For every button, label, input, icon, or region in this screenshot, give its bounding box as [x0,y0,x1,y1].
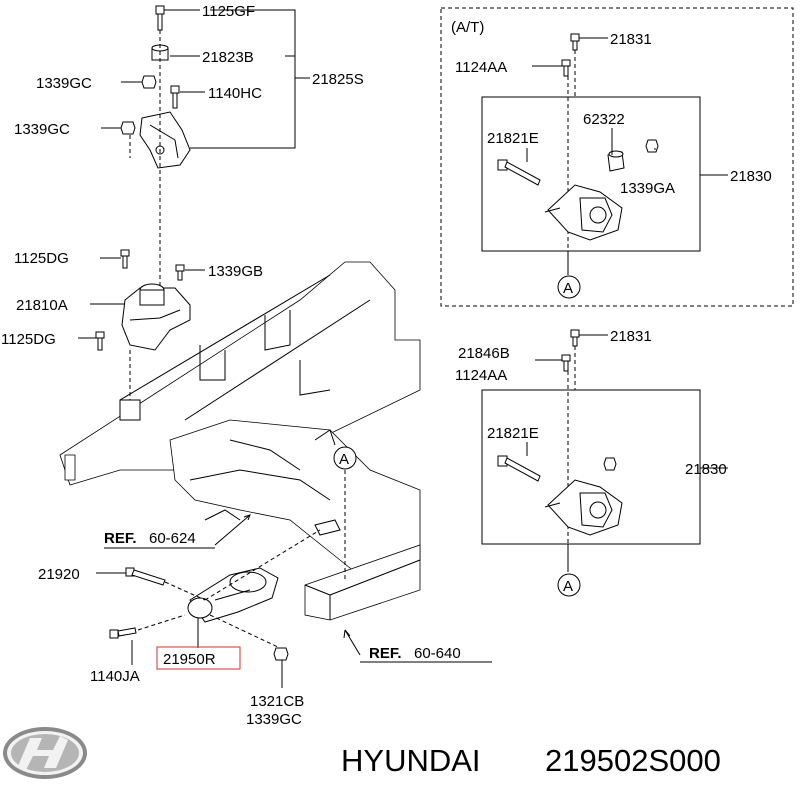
label-21920: 21920 [38,566,80,583]
marker-a-label: A [339,451,349,468]
at-mount-21830 [544,184,623,241]
nut-1339gc-side [120,121,136,135]
mt-label-21831: 21831 [610,328,652,345]
label-1321cb: 1321CB [250,693,304,710]
leader-lines-left [78,9,492,688]
at-marker-a: A [557,275,581,299]
bolt-1125dg-bottom [95,331,105,351]
at-label-21830: 21830 [730,168,772,185]
mt-bolts [497,329,617,570]
label-21950r: 21950R [163,651,216,668]
at-marker-a-label: A [563,280,573,297]
part-number: 219502S000 [545,743,721,778]
at-label-1124aa: 1124AA [455,59,507,76]
at-bolts [497,33,659,270]
bolt-1125gf [155,5,165,31]
at-label-21831: 21831 [610,31,652,48]
mt-label-21821e: 21821E [487,425,539,442]
bolt-1140hc [170,85,180,109]
ref-prefix-60-624: REF. [104,530,137,547]
mt-mount-21830 [544,479,623,536]
mt-marker-a: A [557,573,581,597]
mt-marker-a-label: A [563,578,573,595]
at-variant-box [440,7,794,307]
torque-rod-21950r [187,567,279,623]
highlight-21950r [156,646,241,670]
insulator-21810a [121,283,191,351]
mt-bracket-frame [481,389,701,545]
label-at: (A/T) [451,19,484,36]
mt-label-1124aa: 1124AA [455,367,507,384]
nut-1339gc-top [141,75,157,89]
bolt-1125dg-top [120,249,130,269]
ref-value-60-624: 60-624 [149,530,196,547]
label-21825s: 21825S [312,71,364,88]
label-1140ja: 1140JA [90,668,140,685]
at-label-62322: 62322 [583,111,625,128]
marker-a-frame: A [333,446,357,470]
label-1140hc: 1140HC [208,85,262,102]
bracket-21825s [139,111,191,169]
brand-name: HYUNDAI [341,743,481,778]
label-1339gb: 1339GB [208,263,263,280]
ref-value-60-640: 60-640 [414,645,461,662]
mt-label-21846b: 21846B [458,345,510,362]
label-1125dg-bottom: 1125DG [1,331,56,348]
label-1125dg-top: 1125DG [14,250,69,267]
label-21810a: 21810A [16,297,68,314]
label-1339gc-top: 1339GC [36,75,92,92]
vehicle-frame [59,261,421,621]
label-1125gf: 1125GF [202,3,255,20]
bolt-1339gb [175,264,185,281]
mt-label-21830: 21830 [685,461,727,478]
ref-prefix-60-640: REF. [369,645,402,662]
at-label-21821e: 21821E [487,130,539,147]
label-1339gc-side: 1339GC [14,121,70,138]
bolt-21920 [125,567,166,586]
bolt-1140ja [109,627,137,639]
label-1339gc-bottom: 1339GC [246,711,302,728]
label-21823b: 21823B [202,49,254,66]
hyundai-logo [3,727,87,779]
nut-1321cb [273,647,289,661]
engine-mount-stack [95,5,191,421]
at-bracket-frame [481,96,701,252]
at-label-1339ga: 1339GA [620,180,675,197]
